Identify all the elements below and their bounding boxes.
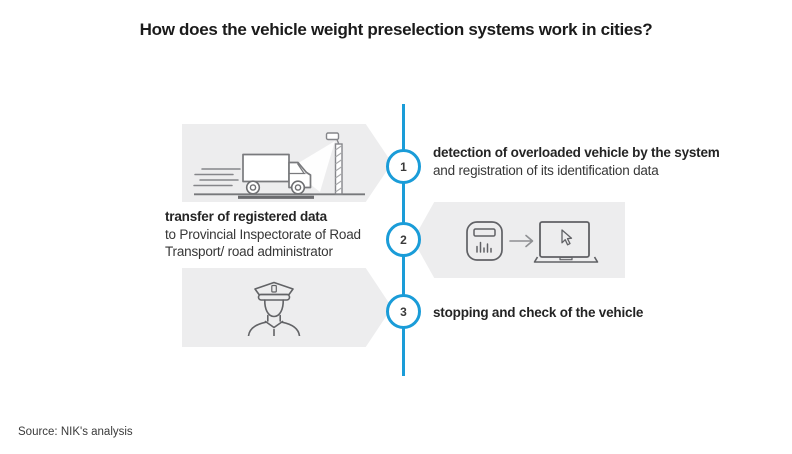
terminal-arrow-laptop-icon (466, 221, 599, 263)
police-officer-icon (247, 281, 301, 336)
cap-badge (271, 284, 277, 293)
step1-text: detection of overloaded vehicle by the s… (433, 144, 720, 179)
step2-title: transfer of registered data (165, 209, 327, 224)
step3-number: 3 (400, 304, 407, 319)
step1-title: detection of overloaded vehicle by the s… (433, 145, 720, 160)
officer-face (263, 299, 285, 318)
step3-illustration-box (182, 268, 392, 347)
camera-pole-icon (325, 132, 343, 195)
step2-text: transfer of registered data to Provincia… (165, 208, 361, 261)
step2-number: 2 (400, 232, 407, 247)
truck-weigh-station-camera-icon (193, 132, 365, 199)
officer-collar (264, 320, 284, 336)
step3-text: stopping and check of the vehicle (433, 304, 643, 322)
laptop-icon (533, 221, 599, 263)
step3-number-badge: 3 (386, 294, 421, 329)
speed-lines-icon (193, 168, 241, 187)
camera-beam (290, 141, 335, 192)
step1-subtitle: and registration of its identification d… (433, 162, 659, 178)
weigh-terminal-icon (466, 221, 503, 261)
step2-subtitle-line2: Transport/ road administrator (165, 244, 333, 259)
cursor-icon (561, 229, 573, 246)
step1-number: 1 (400, 159, 407, 174)
police-cap (254, 281, 294, 296)
step2-number-badge: 2 (386, 222, 421, 257)
cap-brim (257, 293, 291, 301)
truck-icon (242, 153, 312, 195)
step1-number-badge: 1 (386, 149, 421, 184)
officer-neck (267, 314, 281, 322)
page-title: How does the vehicle weight preselection… (139, 20, 653, 39)
source-note: Source: NIK's analysis (18, 426, 133, 438)
step3-title: stopping and check of the vehicle (433, 305, 644, 320)
transfer-arrow-icon (509, 234, 534, 248)
officer-shoulders (247, 321, 301, 336)
step2-subtitle-line1: to Provincial Inspectorate of Road (165, 226, 361, 242)
